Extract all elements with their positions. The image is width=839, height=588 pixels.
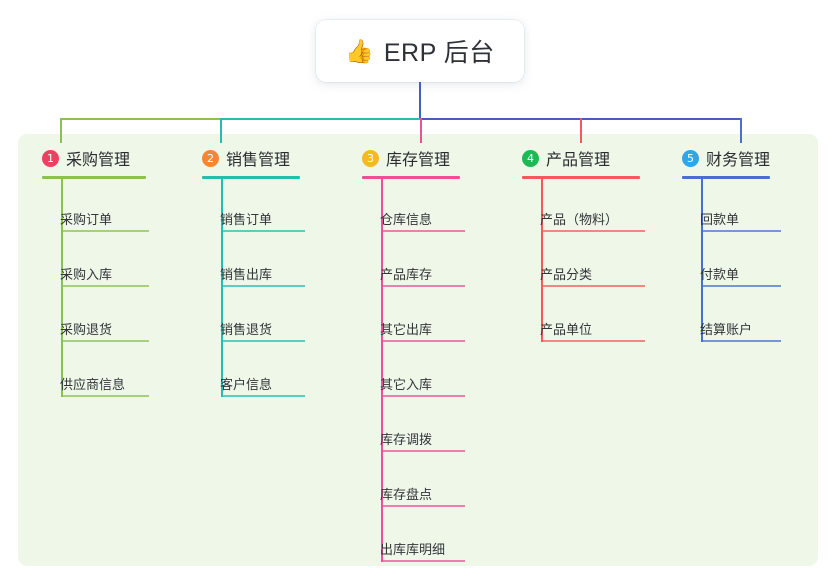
branch-title-5: 财务管理 (706, 152, 771, 169)
branch-number-badge-4: 4 (522, 149, 539, 167)
branch-3-item-5[interactable]: 库存调拨 (380, 432, 433, 447)
branch-3-item-underline-6 (381, 505, 465, 507)
branch-2-item-underline-1 (221, 230, 305, 232)
root-stem-line (419, 82, 422, 121)
branch-number-badge-2: 2 (202, 149, 219, 167)
root-node-title: ERP 后台 (383, 39, 495, 67)
branch-3-item-6[interactable]: 库存盘点 (380, 487, 433, 502)
branch-3-item-underline-3 (381, 340, 465, 342)
branch-4-item-1[interactable]: 产品（物料） (540, 212, 619, 227)
branch-1-item-underline-1 (61, 230, 149, 232)
branch-drop-line-5 (740, 118, 743, 143)
branch-underline-3 (362, 176, 460, 179)
root-node[interactable]: 👍 ERP 后台 (316, 20, 524, 82)
branch-number-badge-1: 1 (42, 149, 59, 167)
branch-5-item-3[interactable]: 结算账户 (700, 322, 753, 337)
branch-spine-3 (381, 176, 383, 562)
branch-1-item-underline-2 (61, 285, 149, 287)
branch-2-item-underline-2 (221, 285, 305, 287)
branch-3-item-7[interactable]: 出库库明细 (380, 542, 446, 557)
bus-segment-4 (580, 118, 743, 121)
bus-segment-1 (60, 118, 223, 121)
branch-drop-line-2 (220, 118, 223, 143)
branch-underline-1 (42, 176, 146, 179)
branch-2-item-1[interactable]: 销售订单 (220, 212, 273, 227)
branch-number-badge-3: 3 (362, 149, 379, 167)
branch-drop-line-1 (60, 118, 63, 143)
branch-underline-5 (682, 176, 770, 179)
branch-1-item-2[interactable]: 采购入库 (60, 267, 113, 282)
branch-underline-4 (522, 176, 640, 179)
branch-5-item-underline-3 (701, 340, 781, 342)
branch-5-item-underline-2 (701, 285, 781, 287)
branch-3-item-3[interactable]: 其它出库 (380, 322, 433, 337)
branch-2-item-underline-3 (221, 340, 305, 342)
branch-1-item-underline-3 (61, 340, 149, 342)
branch-2-item-4[interactable]: 客户信息 (220, 377, 273, 392)
branch-underline-2 (202, 176, 300, 179)
branch-3-item-underline-2 (381, 285, 465, 287)
branch-header-5[interactable]: 5 财务管理 (682, 146, 770, 170)
branch-4-item-underline-3 (541, 340, 645, 342)
branch-2-item-underline-4 (221, 395, 305, 397)
branch-title-2: 销售管理 (226, 152, 291, 169)
branch-header-3[interactable]: 3 库存管理 (362, 146, 450, 170)
bus-segment-3 (420, 118, 583, 121)
thumbs-up-icon: 👍 (345, 37, 374, 64)
branch-title-1: 采购管理 (66, 152, 131, 169)
branch-header-1[interactable]: 1 采购管理 (42, 146, 130, 170)
branch-1-item-3[interactable]: 采购退货 (60, 322, 113, 337)
branch-3-item-underline-4 (381, 395, 465, 397)
branch-3-item-4[interactable]: 其它入库 (380, 377, 433, 392)
branch-header-2[interactable]: 2 销售管理 (202, 146, 290, 170)
bus-segment-2 (220, 118, 423, 121)
branch-3-item-2[interactable]: 产品库存 (380, 267, 433, 282)
branch-spine-4 (541, 176, 543, 342)
branch-3-item-underline-1 (381, 230, 465, 232)
diagram-panel (18, 134, 818, 566)
branch-4-item-2[interactable]: 产品分类 (540, 267, 593, 282)
branch-title-3: 库存管理 (386, 152, 451, 169)
branch-5-item-2[interactable]: 付款单 (700, 267, 740, 282)
branch-2-item-2[interactable]: 销售出库 (220, 267, 273, 282)
branch-1-item-4[interactable]: 供应商信息 (60, 377, 126, 392)
branch-2-item-3[interactable]: 销售退货 (220, 322, 273, 337)
branch-3-item-underline-7 (381, 560, 465, 562)
branch-drop-line-3 (420, 118, 423, 143)
branch-number-badge-5: 5 (682, 149, 699, 167)
branch-5-item-1[interactable]: 回款单 (700, 212, 740, 227)
branch-spine-5 (701, 176, 703, 342)
branch-3-item-1[interactable]: 仓库信息 (380, 212, 433, 227)
branch-4-item-underline-2 (541, 285, 645, 287)
branch-1-item-underline-4 (61, 395, 149, 397)
branch-header-4[interactable]: 4 产品管理 (522, 146, 610, 170)
branch-drop-line-4 (580, 118, 583, 143)
branch-3-item-underline-5 (381, 450, 465, 452)
branch-4-item-3[interactable]: 产品单位 (540, 322, 593, 337)
branch-4-item-underline-1 (541, 230, 645, 232)
branch-5-item-underline-1 (701, 230, 781, 232)
branch-1-item-1[interactable]: 采购订单 (60, 212, 113, 227)
branch-title-4: 产品管理 (546, 152, 611, 169)
